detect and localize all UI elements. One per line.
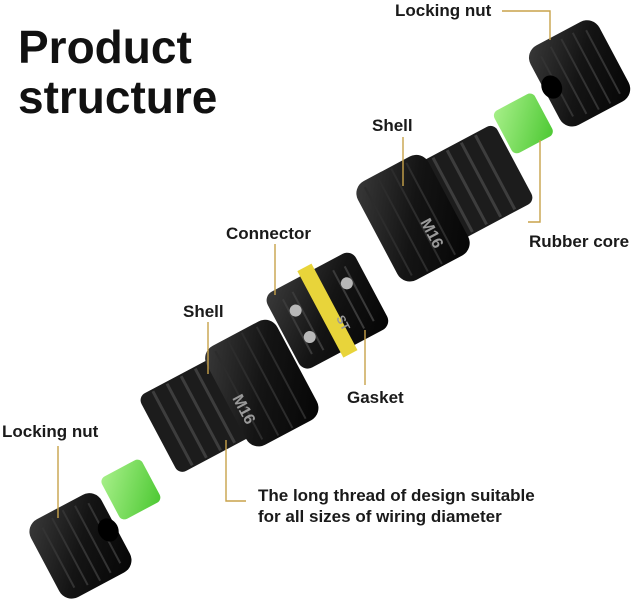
leader-locking-nut-top bbox=[502, 10, 551, 40]
locking-nut-bottom bbox=[29, 493, 132, 599]
rubber-core-top bbox=[493, 93, 553, 154]
connector-marking: ST bbox=[333, 313, 353, 334]
leader-thread bbox=[225, 440, 246, 502]
label-locking-nut-bottom: Locking nut bbox=[2, 422, 99, 441]
connector-body bbox=[266, 252, 389, 369]
shell-left bbox=[140, 319, 319, 472]
thread-description-line-2: for all sizes of wiring diameter bbox=[258, 507, 502, 526]
locking-nut-top bbox=[528, 20, 631, 127]
title-line-1: Product bbox=[18, 21, 192, 73]
shell-right bbox=[356, 125, 533, 282]
leader-rubber-core bbox=[528, 140, 541, 223]
label-locking-nut-top: Locking nut bbox=[395, 1, 492, 20]
label-thread-description: The long thread of design suitable for a… bbox=[258, 485, 535, 527]
label-rubber-core: Rubber core bbox=[529, 232, 630, 251]
label-shell-top: Shell bbox=[372, 116, 413, 135]
page-title: Product structure bbox=[18, 22, 217, 122]
label-connector: Connector bbox=[226, 224, 311, 243]
rubber-core-bottom bbox=[101, 459, 161, 520]
label-shell-left: Shell bbox=[183, 302, 224, 321]
title-line-2: structure bbox=[18, 71, 218, 123]
thread-description-line-1: The long thread of design suitable bbox=[258, 486, 535, 505]
label-gasket: Gasket bbox=[347, 388, 404, 407]
